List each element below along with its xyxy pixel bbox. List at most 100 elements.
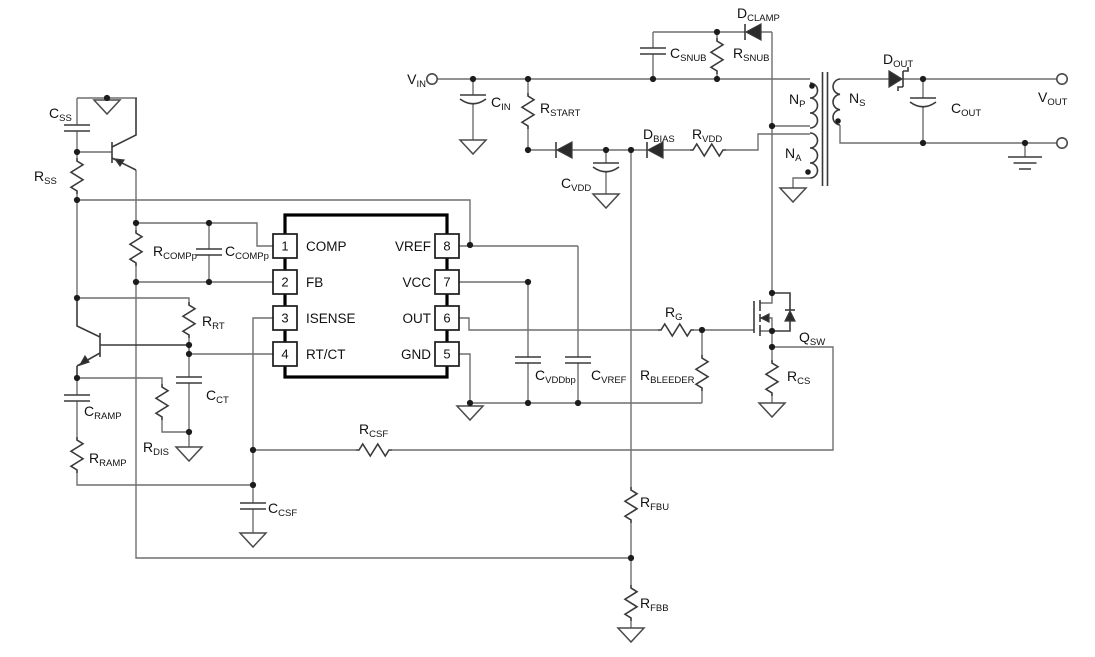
diode-vcc-feed <box>555 141 573 159</box>
wire-gnd-rail <box>459 353 702 404</box>
winding-ns <box>832 78 841 126</box>
pin-box-8 <box>434 233 460 259</box>
label-rdis: RDIS <box>143 439 169 458</box>
label-css: CSS <box>49 105 72 124</box>
junction-dot <box>713 75 721 83</box>
junction-dot <box>574 399 582 407</box>
capacitor-cvddbp <box>514 356 542 364</box>
junction-dot <box>1021 139 1029 147</box>
resistor-rvdd <box>689 143 727 157</box>
label-rstart: RSTART <box>540 100 581 119</box>
components <box>63 23 1069 643</box>
resistor-rcs <box>765 359 779 397</box>
junction-dot <box>185 341 193 349</box>
label-vout: VOUT <box>1038 89 1068 108</box>
capacitor-cct <box>175 376 203 384</box>
label-cvddbp: CVDDbp <box>535 367 576 386</box>
pin-name-gnd: GND <box>401 347 431 362</box>
vout-return-terminal <box>1056 137 1069 150</box>
wire-na-bottom <box>792 177 810 188</box>
mosfet-qsw <box>753 292 796 336</box>
capacitor-csnub <box>639 47 667 55</box>
wire-rtct <box>188 345 273 447</box>
pin-name-isense: ISENSE <box>306 311 356 326</box>
label-rvdd: RVDD <box>692 126 722 145</box>
diode-dout <box>888 67 909 91</box>
junction-dot <box>713 28 721 36</box>
label-qsw: QSW <box>799 329 825 348</box>
junction-dot <box>466 241 474 249</box>
wire-vref-line <box>77 199 471 245</box>
junction-dot <box>73 294 81 302</box>
resistor-rg <box>657 323 695 337</box>
junction-dot <box>768 343 776 351</box>
junction-dot <box>919 139 927 147</box>
pin-number-7: 7 <box>443 275 450 290</box>
label-dout: DOUT <box>883 51 913 70</box>
ground-na <box>779 187 807 203</box>
pin-number-6: 6 <box>443 311 450 326</box>
vout-terminal <box>1056 73 1069 86</box>
junction-dot <box>768 289 776 297</box>
capacitor-cin <box>459 94 487 105</box>
ground-top-left <box>93 99 121 115</box>
wire-rdis <box>77 377 189 433</box>
junction-dot <box>103 94 111 102</box>
label-dclamp: DCLAMP <box>737 5 780 24</box>
label-cramp: CRAMP <box>84 403 122 422</box>
ground-ic <box>456 405 484 421</box>
pin-name-fb: FB <box>306 275 323 290</box>
capacitor-cramp <box>63 394 91 402</box>
transformer <box>805 72 841 186</box>
pin-box-4 <box>272 341 298 367</box>
label-np: NP <box>789 91 805 110</box>
wire-out <box>459 317 754 331</box>
resistor-rfbb <box>624 584 638 622</box>
label-rcs: RCS <box>787 368 810 387</box>
label-cin: CIN <box>491 94 511 113</box>
junction-dot <box>205 219 213 227</box>
pin-number-5: 5 <box>443 347 450 362</box>
junction-dots <box>73 28 1029 562</box>
capacitor-cvdd <box>592 162 620 173</box>
label-cvdd: CVDD <box>561 175 591 194</box>
wire-nets <box>76 31 1056 628</box>
resistor-rbleeder <box>695 354 709 392</box>
label-ns: NS <box>849 90 865 109</box>
ground-cin <box>459 139 487 155</box>
resistor-rstart <box>521 92 535 130</box>
junction-dot <box>132 219 140 227</box>
label-rfbb: RFBB <box>640 595 669 614</box>
pin-box-3 <box>272 305 298 331</box>
component-labels: VIN CIN RSTART CSNUB RSNUB DCLAMP DBIAS … <box>34 5 1068 614</box>
ground-cct <box>175 446 203 462</box>
pin-name-out: OUT <box>403 311 432 326</box>
label-rg: RG <box>665 304 683 323</box>
transistor-q1 <box>111 98 137 171</box>
junction-dot <box>768 327 776 335</box>
resistor-rfbu <box>624 486 638 524</box>
junction-dot <box>73 148 81 156</box>
junction-dot <box>524 399 532 407</box>
junction-dot <box>768 122 776 130</box>
wire-drain <box>760 32 773 304</box>
wire-out-return <box>839 125 1056 144</box>
label-vin: VIN <box>407 71 426 90</box>
ground-rcs <box>758 402 786 418</box>
junction-dot <box>185 350 193 358</box>
phase-dot-ns <box>835 118 841 124</box>
pin-box-2 <box>272 269 298 295</box>
junction-dot <box>73 196 81 204</box>
capacitor-css <box>63 124 91 132</box>
ground-rfbb <box>617 627 645 643</box>
label-rcompp: RCOMPp <box>153 243 197 262</box>
label-cout: COUT <box>951 100 981 119</box>
label-na: NA <box>785 145 802 164</box>
junction-dot <box>524 146 532 154</box>
transformer-core <box>821 72 829 186</box>
pin-number-1: 1 <box>281 239 288 254</box>
resistor-rss <box>70 157 84 195</box>
wire-comp-rail <box>136 222 273 247</box>
junction-dot <box>205 278 213 286</box>
